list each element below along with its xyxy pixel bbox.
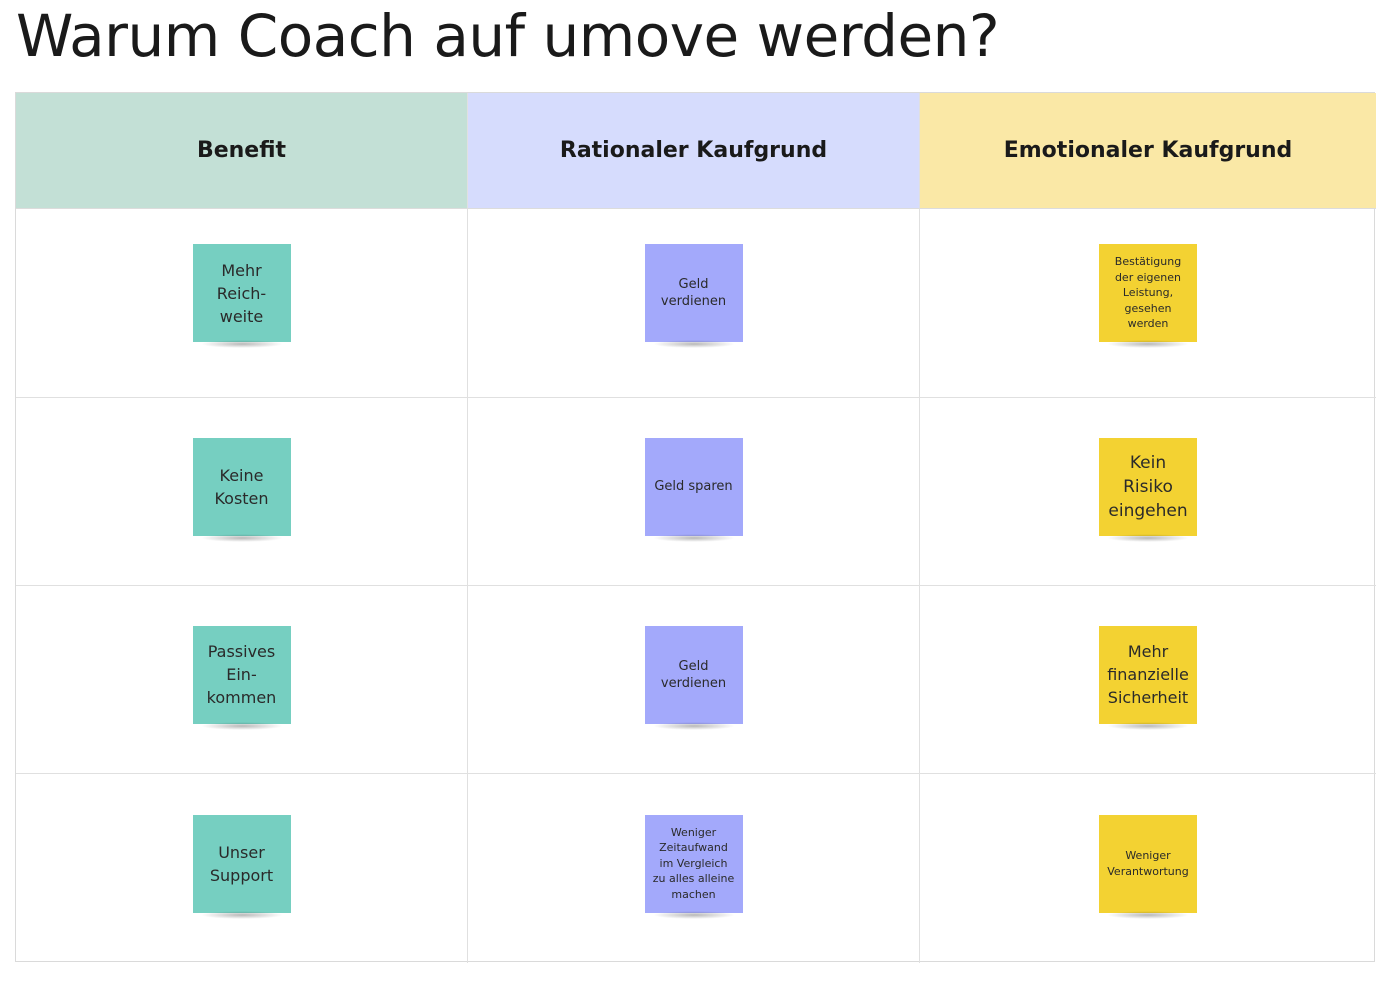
sticky-note-rational[interactable]: Weniger Zeitaufwand im Vergleich zu alle… [644,814,743,919]
sticky-note-benefit[interactable]: Passives Ein- kommen [192,625,291,730]
table-cell: Geld sparen [468,398,920,586]
table-cell: Keine Kosten [16,398,468,586]
column-header-benefit-label: Benefit [196,138,287,163]
column-header-rational: Rationaler Kaufgrund [468,93,920,209]
sticky-note-benefit[interactable]: Keine Kosten [192,437,291,542]
table-cell: Kein Risiko eingehen [920,398,1376,586]
sticky-note-text: Bestätigung der eigenen Leistung, gesehe… [1114,255,1182,331]
sticky-note-rational[interactable]: Geld verdienen [644,625,743,730]
sticky-note-text: Geld verdienen [660,658,727,691]
table-cell: Passives Ein- kommen [16,586,468,774]
sticky-note-text: Mehr finanzielle Sicherheit [1107,642,1189,707]
table-cell: Mehr finanzielle Sicherheit [920,586,1376,774]
sticky-note-text: Kein Risiko eingehen [1108,452,1188,521]
table-cell: Mehr Reich- weite [16,209,468,398]
comparison-board: Benefit Rationaler Kaufgrund Emotionaler… [15,92,1376,963]
table-cell: Weniger Verantwortung [920,774,1376,963]
sticky-note-text: Geld verdienen [660,277,727,309]
column-header-rational-label: Rationaler Kaufgrund [559,138,828,163]
sticky-note-benefit[interactable]: Mehr Reich- weite [192,244,291,348]
sticky-note-emotional[interactable]: Weniger Verantwortung [1099,814,1197,919]
table-cell: Geld verdienen [468,209,920,398]
table-cell: Bestätigung der eigenen Leistung, gesehe… [920,209,1376,398]
sticky-note-text: Passives Ein- kommen [206,642,277,707]
sticky-note-text: Weniger Zeitaufwand im Vergleich zu alle… [652,825,735,901]
sticky-note-emotional[interactable]: Bestätigung der eigenen Leistung, gesehe… [1099,244,1197,348]
table-cell: Geld verdienen [468,586,920,774]
table-cell: Unser Support [16,774,468,963]
sticky-note-emotional[interactable]: Mehr finanzielle Sicherheit [1099,625,1197,730]
column-header-benefit: Benefit [16,93,468,209]
column-header-emotional-label: Emotionaler Kaufgrund [1003,138,1293,163]
sticky-note-rational[interactable]: Geld verdienen [644,244,743,348]
table-cell: Weniger Zeitaufwand im Vergleich zu alle… [468,774,920,963]
sticky-note-rational[interactable]: Geld sparen [644,437,743,542]
page-title: Warum Coach auf umove werden? [16,2,1000,70]
sticky-note-text: Geld sparen [654,479,733,494]
sticky-note-text: Unser Support [209,842,274,885]
sticky-note-text: Mehr Reich- weite [216,260,267,326]
sticky-note-text: Keine Kosten [214,465,269,508]
column-header-emotional: Emotionaler Kaufgrund [920,93,1376,209]
sticky-note-emotional[interactable]: Kein Risiko eingehen [1099,437,1197,542]
sticky-note-benefit[interactable]: Unser Support [192,814,291,919]
sticky-note-text: Weniger Verantwortung [1107,849,1189,878]
